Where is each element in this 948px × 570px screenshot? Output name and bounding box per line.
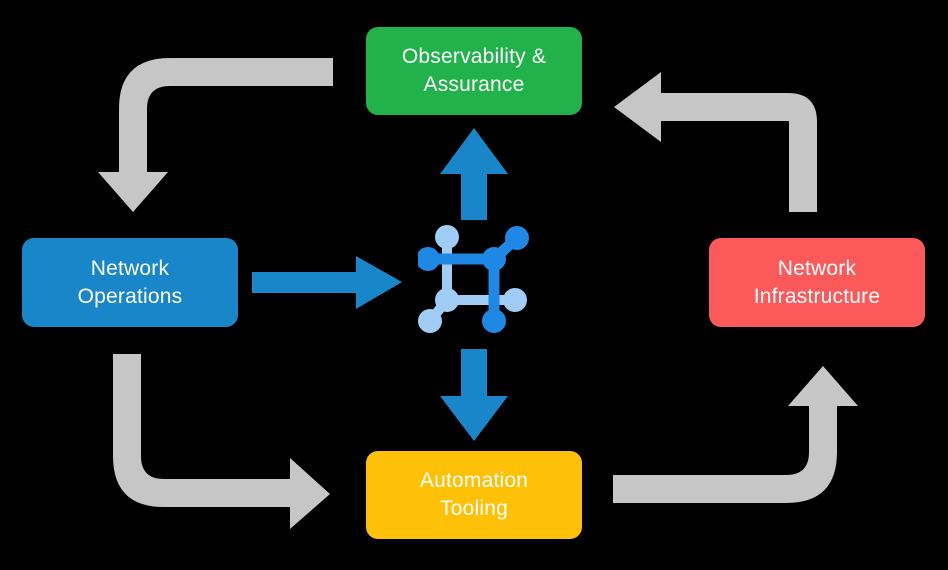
arrow-operations-to-automation xyxy=(113,354,330,529)
arrow-center-to-observability xyxy=(440,128,508,220)
node-automation-tooling[interactable]: Automation Tooling xyxy=(366,451,582,539)
arrow-infrastructure-to-observability xyxy=(614,72,817,212)
network-topology-icon xyxy=(418,225,529,333)
arrow-center-to-automation xyxy=(440,349,508,441)
node-network-operations[interactable]: Network Operations xyxy=(22,238,238,327)
arrow-observability-to-operations xyxy=(98,58,333,212)
node-network-infrastructure[interactable]: Network Infrastructure xyxy=(709,238,925,327)
arrow-operations-to-center xyxy=(252,256,402,309)
node-observability-assurance[interactable]: Observability & Assurance xyxy=(366,27,582,115)
arrow-automation-to-infrastructure xyxy=(613,366,858,503)
